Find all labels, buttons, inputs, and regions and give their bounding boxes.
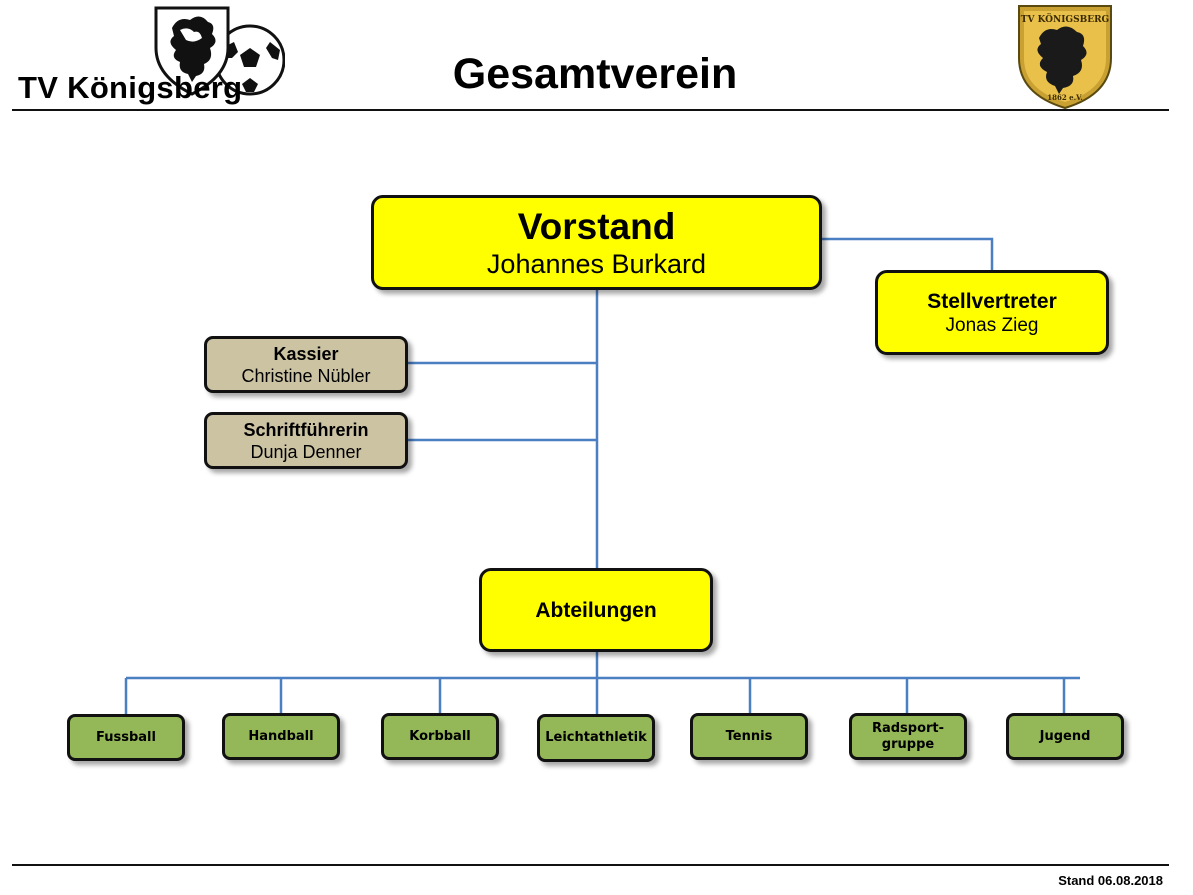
footer-date: Stand 06.08.2018 bbox=[1058, 873, 1163, 888]
department-handball: Handball bbox=[222, 713, 340, 760]
lion-icon bbox=[1037, 26, 1087, 95]
page-title: Gesamtverein bbox=[452, 50, 738, 98]
stellvertreter-box: Stellvertreter Jonas Zieg bbox=[875, 270, 1109, 355]
department-label: Fussball bbox=[96, 729, 156, 745]
department-jugend: Jugend bbox=[1006, 713, 1124, 760]
crest-top-text: TV KÖNIGSBERG bbox=[1021, 12, 1110, 25]
stellvertreter-name: Jonas Zieg bbox=[945, 314, 1039, 336]
kassier-name: Christine Nübler bbox=[241, 365, 371, 386]
kassier-role: Kassier bbox=[273, 343, 339, 364]
department-korbball: Korbball bbox=[381, 713, 499, 760]
club-name: TV Königsberg bbox=[18, 70, 243, 105]
schriftfuehrerin-role: Schriftführerin bbox=[243, 419, 369, 440]
department-tennis: Tennis bbox=[690, 713, 808, 760]
schriftfuehrerin-box: Schriftführerin Dunja Denner bbox=[204, 412, 408, 469]
stellvertreter-role: Stellvertreter bbox=[927, 289, 1057, 313]
schriftfuehrerin-name: Dunja Denner bbox=[250, 441, 362, 462]
department-fussball: Fussball bbox=[67, 714, 185, 761]
department-label: Tennis bbox=[725, 728, 773, 744]
abteilungen-label: Abteilungen bbox=[535, 598, 657, 622]
kassier-box: Kassier Christine Nübler bbox=[204, 336, 408, 393]
club-logo-left bbox=[154, 6, 285, 96]
club-crest-right: TV KÖNIGSBERG 1862 e.V. bbox=[1018, 5, 1112, 110]
department-leichtathletik: Leichtathletik bbox=[537, 714, 655, 762]
connector-vorstand-stellvertreter bbox=[822, 237, 994, 270]
vorstand-box: Vorstand Johannes Burkard bbox=[371, 195, 822, 290]
header-divider bbox=[12, 109, 1169, 111]
department-label-line2: gruppe bbox=[881, 736, 935, 752]
department-radsportgruppe: Radsport- gruppe bbox=[849, 713, 967, 760]
department-label-line1: Radsport- bbox=[871, 720, 945, 736]
vorstand-role: Vorstand bbox=[517, 205, 676, 247]
department-label: Jugend bbox=[1039, 728, 1091, 744]
department-label: Handball bbox=[248, 728, 314, 744]
crest-bottom-text: 1862 e.V. bbox=[1047, 93, 1082, 102]
department-label: Leichtathletik bbox=[545, 730, 647, 745]
abteilungen-box: Abteilungen bbox=[479, 568, 713, 652]
vorstand-name: Johannes Burkard bbox=[486, 248, 707, 279]
department-label: Korbball bbox=[409, 728, 471, 744]
footer-divider bbox=[12, 864, 1169, 866]
